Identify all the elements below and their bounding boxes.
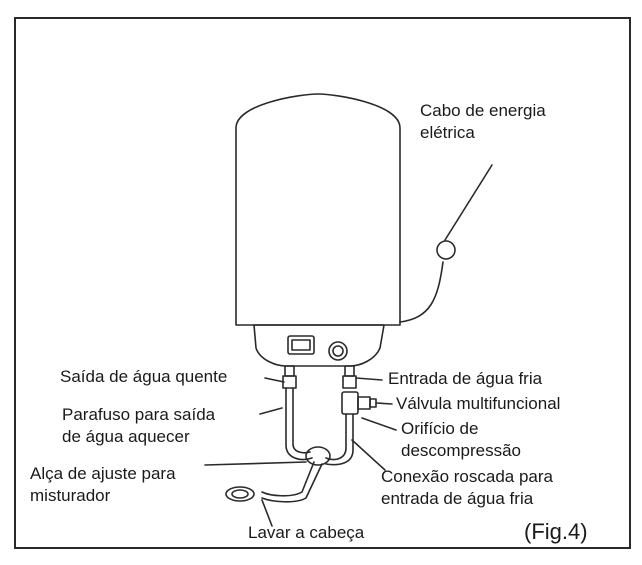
heater-tank [235,93,401,326]
label-power-cable-line1: Cabo de energia [420,101,546,120]
multifunction-valve [341,391,359,415]
label-relief-hole: Orifício de descompressão [401,418,521,462]
control-housing [253,324,385,367]
label-hot-outlet: Saída de água quente [60,367,228,386]
hot-outlet-nut [282,375,297,389]
label-power-cable: Cabo de energia elétrica [420,100,546,144]
label-relief-hole-line2: descompressão [401,441,522,460]
label-multi-valve: Válvula multifuncional [396,394,561,413]
mixer-valve [305,446,331,466]
label-threaded-connection-line1: Conexão roscada para [381,467,554,486]
label-relief-hole-line1: Orifício de [401,419,479,438]
power-cable [399,261,444,323]
label-screw-line1: Parafuso para saída [62,405,216,424]
thermostat-knob [328,341,348,361]
label-shower-head: Lavar a cabeça [248,523,365,542]
label-mixer-handle-line2: misturador [30,486,111,505]
label-screw-line2: de água aquecer [62,427,190,446]
shower-head [225,486,255,502]
label-mixer-handle-line1: Alça de ajuste para [30,464,176,483]
label-threaded-connection: Conexão roscada para entrada de água fri… [381,466,553,510]
display-panel [287,335,315,355]
figure-caption: (Fig.4) [524,519,588,544]
label-mixer-handle: Alça de ajuste para misturador [30,463,176,507]
label-power-cable-line2: elétrica [420,123,475,142]
label-threaded-connection-line2: entrada de água fria [381,489,534,508]
figure-frame [14,17,631,549]
cold-inlet-nut [342,375,357,389]
label-cold-inlet: Entrada de água fria [388,369,543,388]
label-screw: Parafuso para saída de água aquecer [62,404,215,448]
power-plug [436,240,456,260]
